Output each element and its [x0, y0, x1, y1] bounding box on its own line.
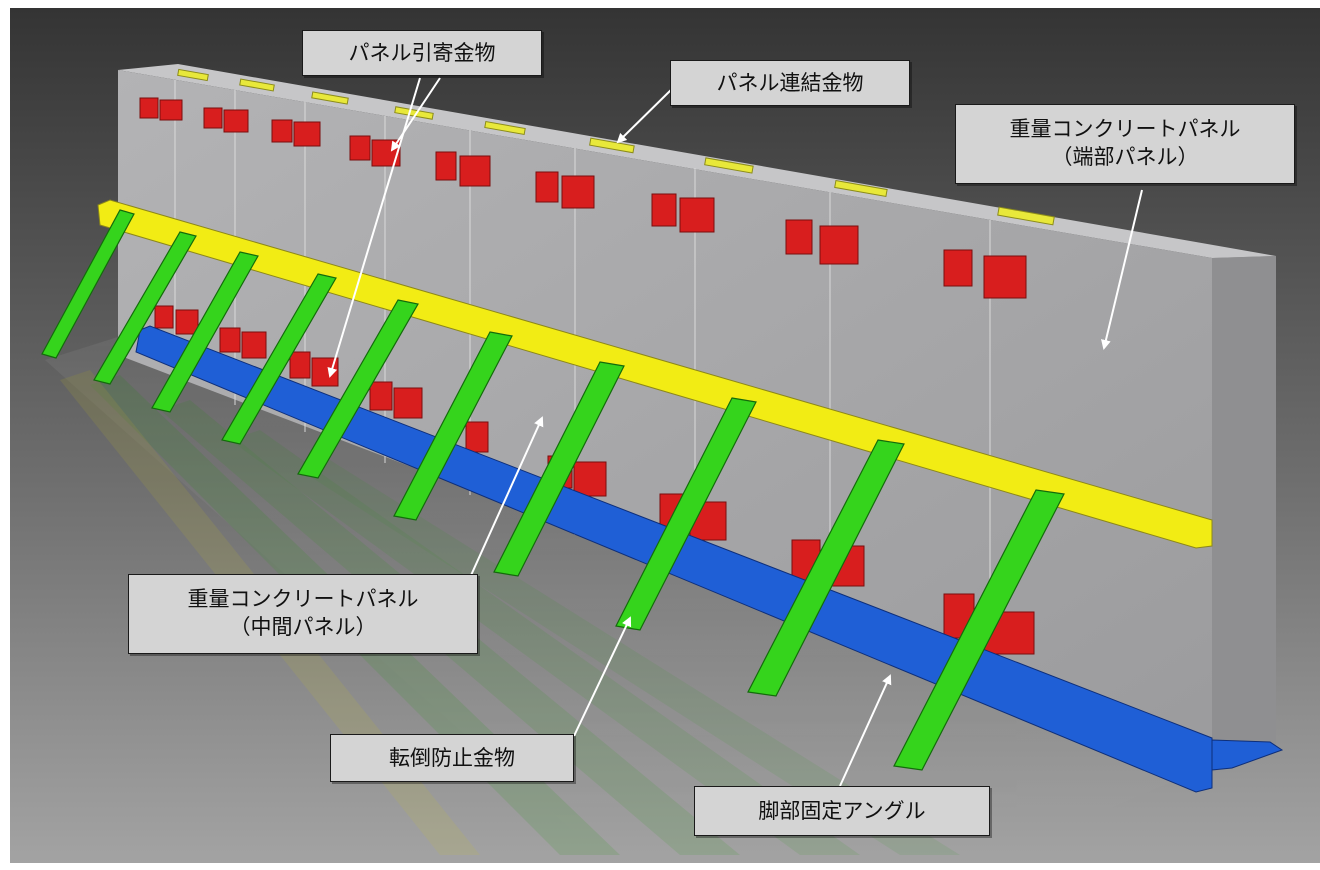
annotation-arrows — [327, 77, 1143, 787]
arrow-joint-fitting — [616, 85, 676, 144]
label-anti-tip-fitting: 転倒防止金物 — [330, 734, 574, 782]
arrow-middle-panel — [467, 416, 544, 583]
arrow-pull-fitting-1 — [390, 77, 441, 152]
label-panel-pull-fitting: パネル引寄金物 — [302, 30, 542, 76]
yellow-rail — [97, 199, 1213, 549]
arrow-anti-tip — [573, 616, 632, 737]
panel-joint-fittings — [177, 68, 1055, 226]
wall-end-side — [1212, 256, 1276, 772]
label-middle-panel-line1: 重量コンクリートパネル — [187, 587, 419, 611]
label-end-panel-line2: （端部パネル） — [1051, 145, 1199, 169]
label-panel-joint-fitting-text: パネル連結金物 — [716, 71, 864, 95]
arrow-end-panel — [1101, 189, 1143, 350]
label-panel-pull-fitting-text: パネル引寄金物 — [348, 41, 496, 65]
label-base-fixing-angle: 脚部固定アングル — [694, 786, 990, 836]
label-middle-panel-line2: （中間パネル） — [229, 615, 377, 639]
wall-front-face — [118, 70, 1212, 772]
label-panel-joint-fitting: パネル連結金物 — [670, 60, 910, 106]
label-end-panel-line1: 重量コンクリートパネル — [1009, 117, 1241, 141]
base-fixing-angle-end — [1211, 739, 1284, 771]
label-anti-tip-fitting-text: 転倒防止金物 — [389, 746, 515, 770]
arrow-pull-fitting-2 — [327, 77, 421, 378]
panel-pull-fittings-upper — [139, 97, 1027, 299]
arrow-base-angle — [839, 674, 892, 787]
label-middle-panel: 重量コンクリートパネル （中間パネル） — [128, 574, 478, 654]
label-end-panel: 重量コンクリートパネル （端部パネル） — [955, 104, 1295, 184]
anti-tip-fittings — [41, 209, 1065, 771]
label-base-fixing-angle-text: 脚部固定アングル — [758, 799, 926, 823]
